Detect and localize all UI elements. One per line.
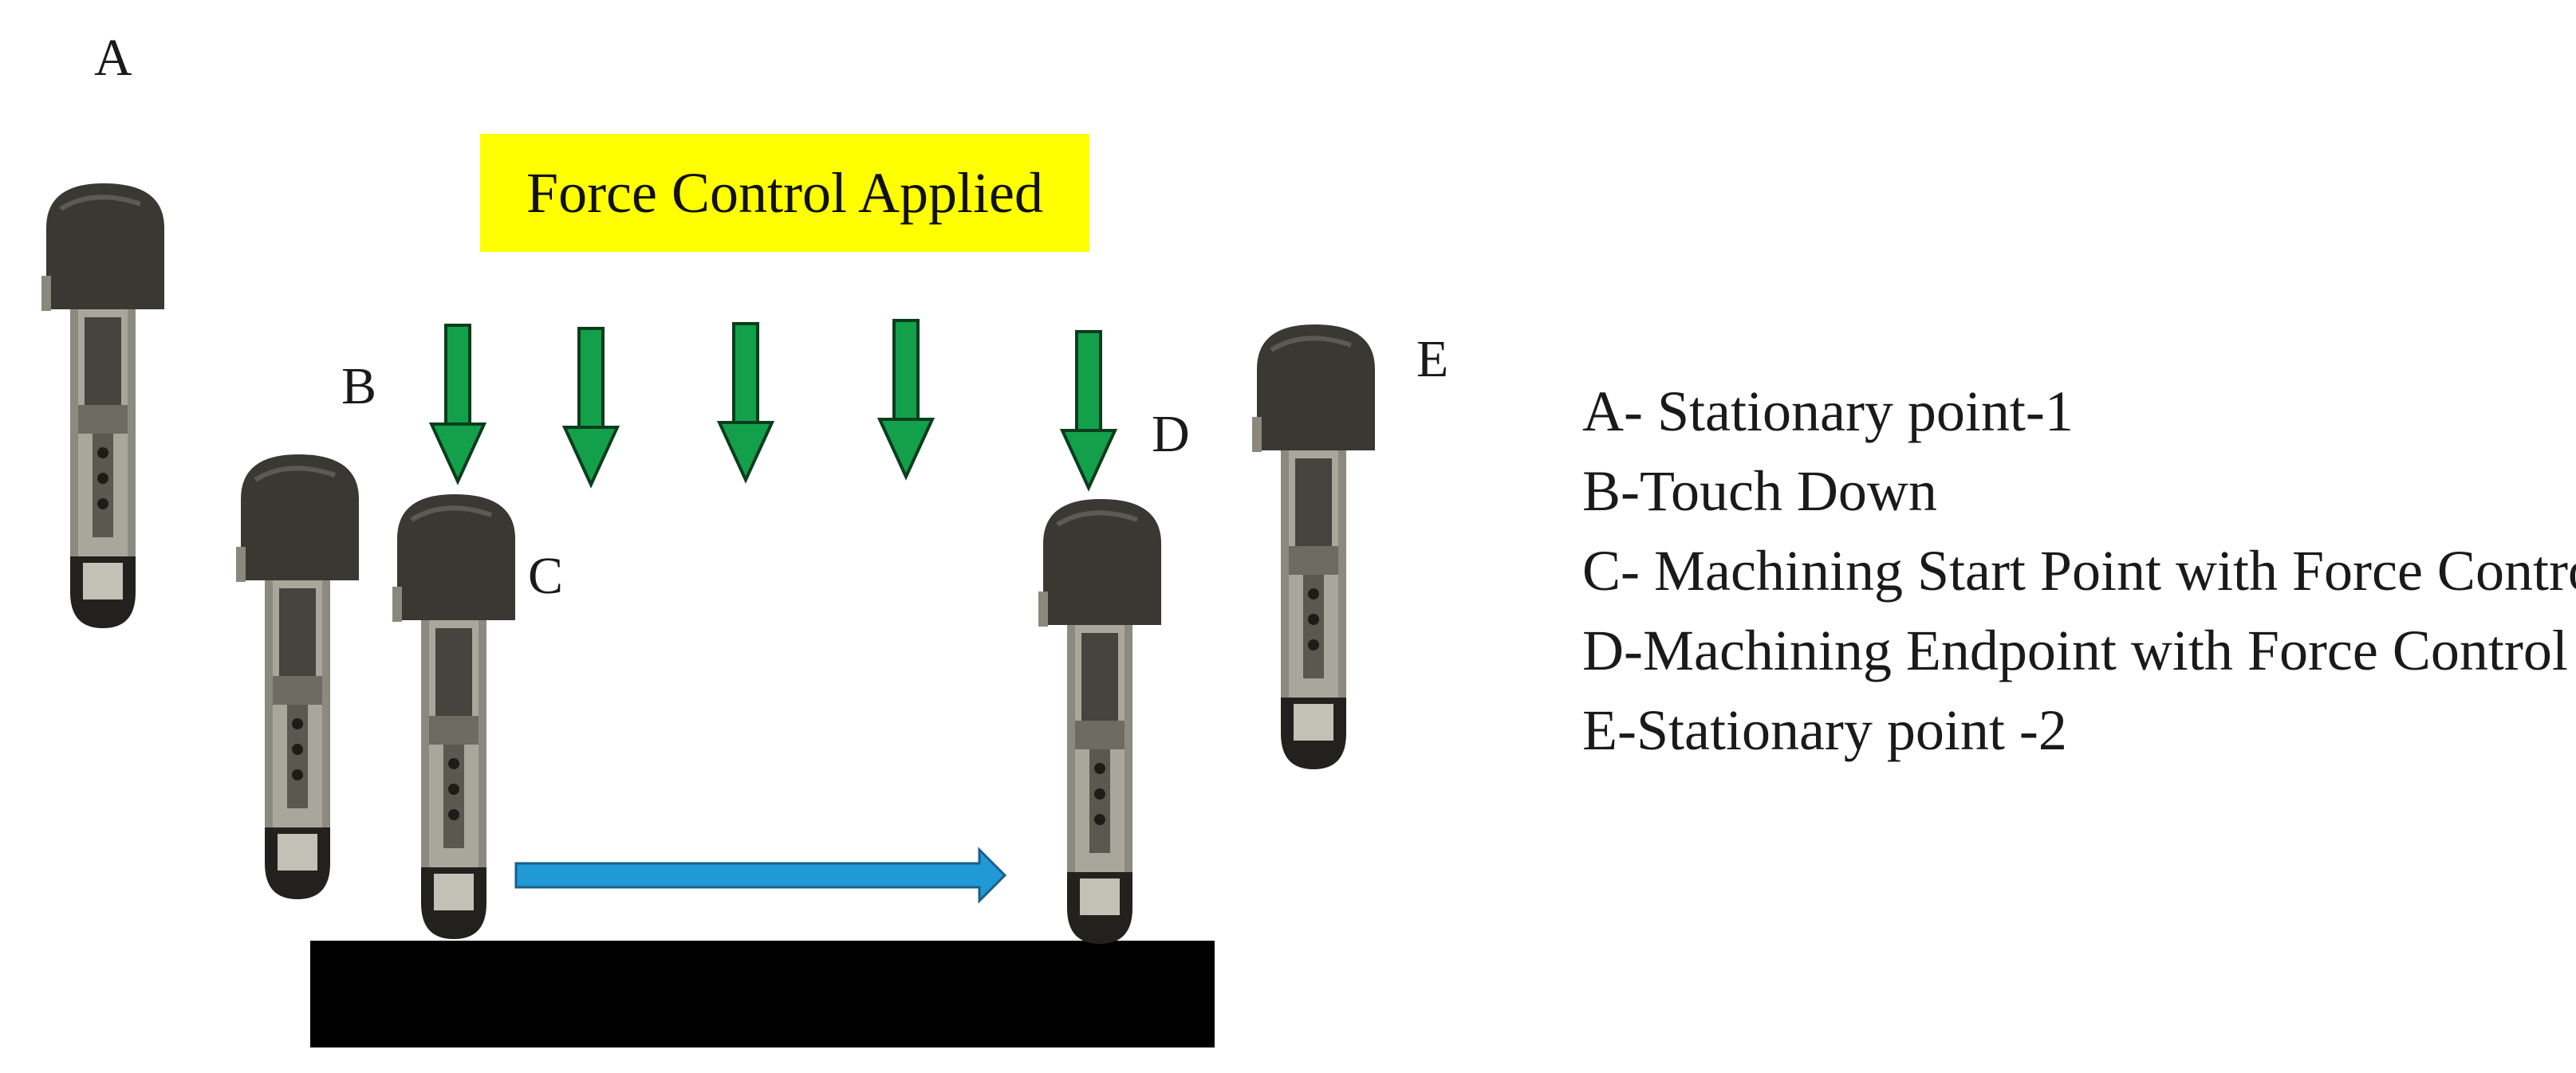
tool-position-b (236, 454, 359, 899)
legend-item-a: A- Stationary point-1 (1582, 379, 2074, 443)
point-label-c: C (528, 547, 564, 605)
force-arrow-3 (718, 322, 774, 481)
force-control-banner: Force Control Applied (480, 134, 1089, 252)
point-label-b: B (341, 357, 377, 415)
tool-position-c (392, 494, 515, 939)
legend-item-b: B-Touch Down (1582, 459, 1937, 523)
legend-item-c: C- Machining Start Point with Force Cont… (1582, 539, 2576, 603)
motion-arrow (514, 847, 1007, 904)
tool-position-a (41, 183, 164, 628)
force-arrow-2 (563, 327, 619, 486)
point-label-a: A (94, 29, 132, 87)
legend-item-d: D-Machining Endpoint with Force Control (1582, 619, 2568, 682)
workpiece-block (310, 941, 1215, 1047)
point-label-d: D (1152, 405, 1190, 463)
force-arrow-1 (430, 324, 486, 483)
tool-position-e (1252, 324, 1375, 769)
tool-position-d (1038, 499, 1161, 944)
force-control-banner-text: Force Control Applied (526, 160, 1043, 225)
legend: A- Stationary point-1 B-Touch Down C- Ma… (1582, 371, 2576, 770)
force-arrow-5 (1061, 330, 1117, 489)
force-arrow-4 (878, 319, 934, 478)
point-label-e: E (1416, 330, 1449, 388)
legend-item-e: E-Stationary point -2 (1582, 698, 2067, 762)
